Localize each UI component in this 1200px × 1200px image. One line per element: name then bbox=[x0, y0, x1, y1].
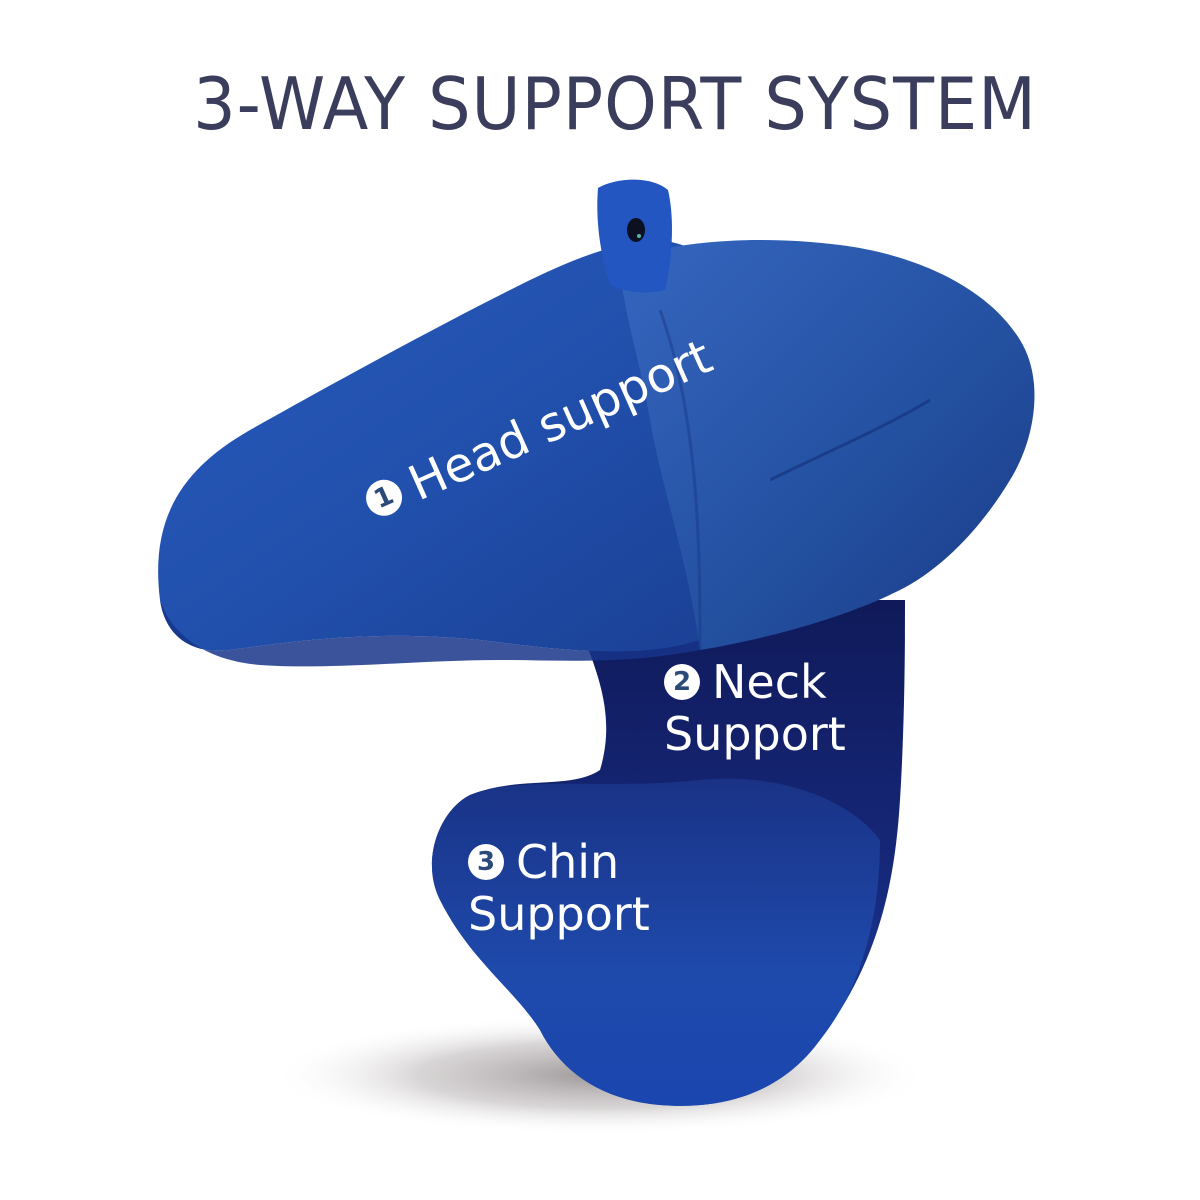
seam-line bbox=[658, 309, 702, 651]
label-text-line2: Support bbox=[664, 707, 846, 761]
number-badge-3: 3 bbox=[468, 843, 504, 880]
seam-line bbox=[769, 398, 931, 482]
number-badge-2: 2 bbox=[664, 663, 700, 700]
headline: 3-WAY SUPPORT SYSTEM bbox=[193, 62, 1037, 146]
head-wing-rim bbox=[160, 600, 700, 667]
chin-lobe bbox=[431, 778, 880, 1106]
label-neck-support: 2 Neck Support bbox=[664, 656, 846, 760]
snap-button-icon bbox=[627, 218, 645, 242]
head-support-wing bbox=[158, 240, 762, 652]
label-text-line2: Support bbox=[468, 887, 650, 941]
label-text-line1: Neck bbox=[712, 655, 827, 709]
head-support-right-lobe bbox=[620, 240, 1035, 650]
label-text-line1: Chin bbox=[516, 835, 620, 889]
label-chin-support: 3 Chin Support bbox=[468, 836, 650, 940]
